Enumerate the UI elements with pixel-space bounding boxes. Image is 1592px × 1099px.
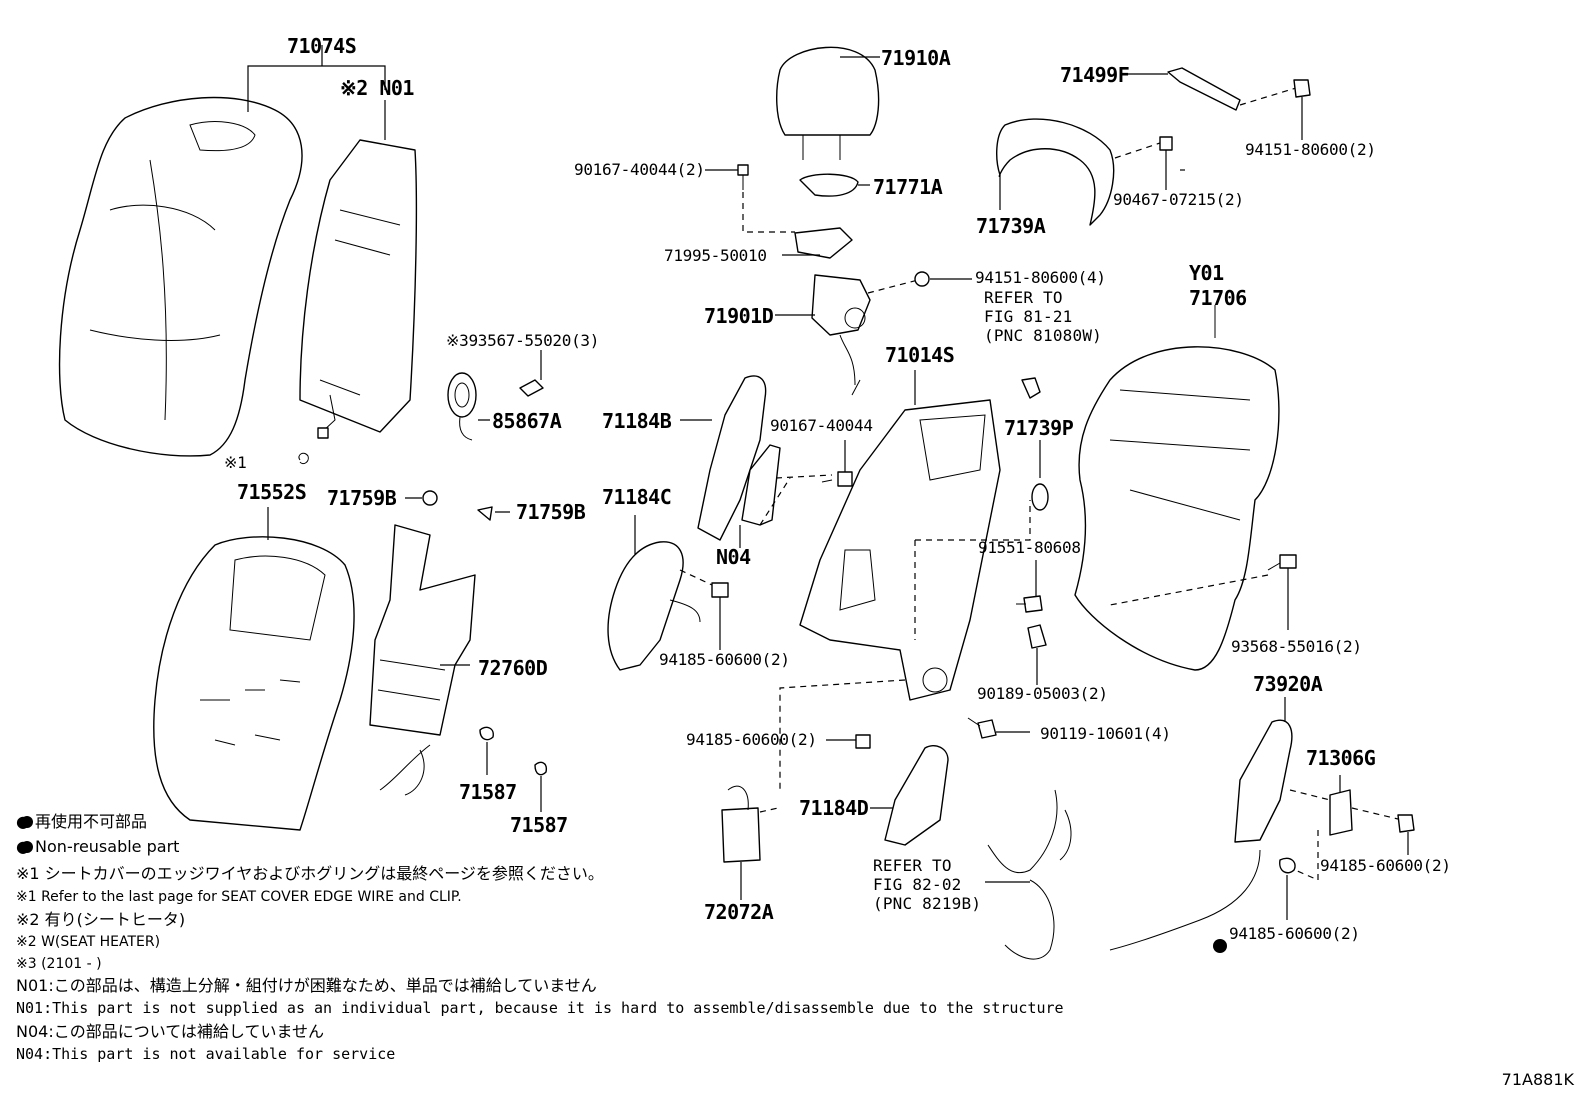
label-91551-80608[interactable]: 91551-80608 <box>978 538 1081 557</box>
71499F-drawing <box>1128 67 1311 140</box>
label-85867A[interactable]: 85867A <box>492 409 562 433</box>
label-N04[interactable]: N04 <box>716 545 751 569</box>
bolt-91551-80608-drawing <box>1016 560 1043 613</box>
label-71552S[interactable]: 71552S <box>237 480 307 504</box>
nut-94185-60600-mid-drawing <box>779 679 906 790</box>
label-71739A[interactable]: 71739A <box>976 214 1046 238</box>
label-71771A[interactable]: 71771A <box>873 175 943 199</box>
label-72760D[interactable]: 72760D <box>478 656 548 680</box>
label-71184B[interactable]: 71184B <box>602 409 672 433</box>
label-90119-10601-4[interactable]: 90119-10601(4) <box>1040 724 1171 743</box>
71184D-cover-drawing <box>870 744 949 846</box>
non-reusable-bullet <box>1213 939 1227 953</box>
seat-heater-drawing <box>369 524 476 796</box>
diagram-code: 71A881K <box>1501 1070 1574 1089</box>
label-71184C[interactable]: 71184C <box>602 485 672 509</box>
71901D-drawing <box>775 271 972 396</box>
71739A-drawing <box>996 118 1173 226</box>
label-94185-60600-2-right[interactable]: 94185-60600(2) <box>1320 856 1451 875</box>
label-93568-55016-2[interactable]: 93568-55016(2) <box>1231 637 1362 656</box>
71771A-drawing <box>799 173 859 197</box>
label-94185-60600-2-mid[interactable]: 94185-60600(2) <box>686 730 817 749</box>
note-n04-jp: N04:この部品については補給していません <box>16 1022 324 1041</box>
screw-90167-40044-2-drawing <box>705 164 795 233</box>
label-71499F[interactable]: 71499F <box>1060 63 1130 87</box>
legend-bullet-en <box>21 841 33 853</box>
label-94151-80600-2[interactable]: 94151-80600(2) <box>1245 140 1376 159</box>
bolt-90119-10601-drawing <box>967 717 1030 739</box>
leader-71074S <box>247 45 386 140</box>
headrest-drawing <box>776 46 880 160</box>
label-71074S[interactable]: 71074S <box>287 34 357 58</box>
72072A-drawing <box>721 785 779 900</box>
label-71706[interactable]: 71706 <box>1189 286 1247 310</box>
label-93567-55020-3[interactable]: ※393567-55020(3) <box>446 331 600 350</box>
ref-fig-81-21[interactable]: REFER TO FIG 81-21 (PNC 81080W) <box>984 288 1102 345</box>
seat-back-cover-drawing <box>58 96 303 457</box>
73920A-cover-drawing <box>1109 697 1293 951</box>
71184C-cover-drawing <box>607 515 729 671</box>
71587-upper-drawing <box>479 726 494 741</box>
label-71995-50010[interactable]: 71995-50010 <box>664 246 767 265</box>
label-N01[interactable]: ※2 N01 <box>340 76 414 100</box>
71706-back-board-drawing <box>1074 305 1280 671</box>
label-73920A[interactable]: 73920A <box>1253 672 1323 696</box>
label-94185-60600-2-upper[interactable]: 94185-60600(2) <box>659 650 790 669</box>
label-71739P[interactable]: 71739P <box>1004 416 1074 440</box>
note-n04-en: N04:This part is not available for servi… <box>16 1045 396 1063</box>
label-71587-lower[interactable]: 71587 <box>510 813 568 837</box>
seat-cushion-cover-drawing <box>153 507 355 831</box>
wire-harness-drawing <box>985 789 1072 960</box>
note-n01-jp: N01:この部品は、構造上分解・組付けが困難なため、単品では補給していません <box>16 976 597 995</box>
label-71910A[interactable]: 71910A <box>881 46 951 70</box>
label-94151-80600-4[interactable]: 94151-80600(4) <box>975 268 1106 287</box>
label-94185-60600-2-bottom[interactable]: 94185-60600(2) <box>1229 924 1360 943</box>
71306G-drawing <box>1279 775 1415 920</box>
71184B-cover-drawing <box>680 375 767 541</box>
label-71759B-right[interactable]: 71759B <box>516 500 586 524</box>
71759B-left-drawing <box>422 490 438 506</box>
label-90167-40044[interactable]: 90167-40044 <box>770 416 873 435</box>
note-x2-jp: ※2 有り(シートヒータ) <box>16 910 186 929</box>
71587-lower-drawing <box>534 761 548 776</box>
label-90189-05003-2[interactable]: 90189-05003(2) <box>977 684 1108 703</box>
label-71014S[interactable]: 71014S <box>885 343 955 367</box>
71014S-frame-drawing <box>799 370 1001 701</box>
ref-fig-82-02[interactable]: REFER TO FIG 82-02 (PNC 8219B) <box>873 856 982 913</box>
clip-90189-05003-drawing <box>1027 624 1047 685</box>
legend-bullet-jp <box>21 816 33 828</box>
label-71587-upper[interactable]: 71587 <box>459 780 517 804</box>
legend-non-reusable-jp: ● 再使用不可部品 <box>16 812 148 831</box>
label-72072A[interactable]: 72072A <box>704 900 774 924</box>
71759B-right-drawing <box>477 506 493 521</box>
label-71306G[interactable]: 71306G <box>1306 746 1376 770</box>
label-71759B-left[interactable]: 71759B <box>327 486 397 510</box>
speaker-drawing <box>447 350 544 441</box>
note-x2-en: ※2 W(SEAT HEATER) <box>16 934 161 950</box>
71995-50010-drawing <box>794 227 853 259</box>
seat-back-pad-drawing <box>299 139 418 439</box>
71739P-drawing <box>1031 440 1049 511</box>
81080W-connector-drawing <box>1021 377 1041 399</box>
label-90167-40044-2[interactable]: 90167-40044(2) <box>574 160 705 179</box>
label-x1-mark: ※1 <box>224 453 247 472</box>
label-71184D[interactable]: 71184D <box>799 796 869 820</box>
legend-non-reusable-en: ● Non-reusable part <box>16 837 180 856</box>
note-x1-jp: ※1 シートカバーのエッジワイヤおよびホグリングは最終ページを参照ください。 <box>16 864 604 883</box>
label-71901D[interactable]: 71901D <box>704 304 774 328</box>
label-Y01[interactable]: Y01 <box>1189 261 1224 285</box>
note-x1-en: ※1 Refer to the last page for SEAT COVER… <box>16 889 462 905</box>
screw-90167-40044-drawing <box>821 440 853 487</box>
note-n01-en: N01:This part is not supplied as an indi… <box>16 999 1064 1017</box>
hog-ring-drawing <box>298 452 309 465</box>
label-90467-07215-2[interactable]: 90467-07215(2) <box>1113 190 1244 209</box>
frame-dashed-guide <box>914 500 1031 640</box>
note-x3: ※3 (2101 - ) <box>16 956 102 972</box>
screw-93568-55016-drawing <box>1109 554 1297 630</box>
N04-bracket-drawing <box>739 444 833 548</box>
